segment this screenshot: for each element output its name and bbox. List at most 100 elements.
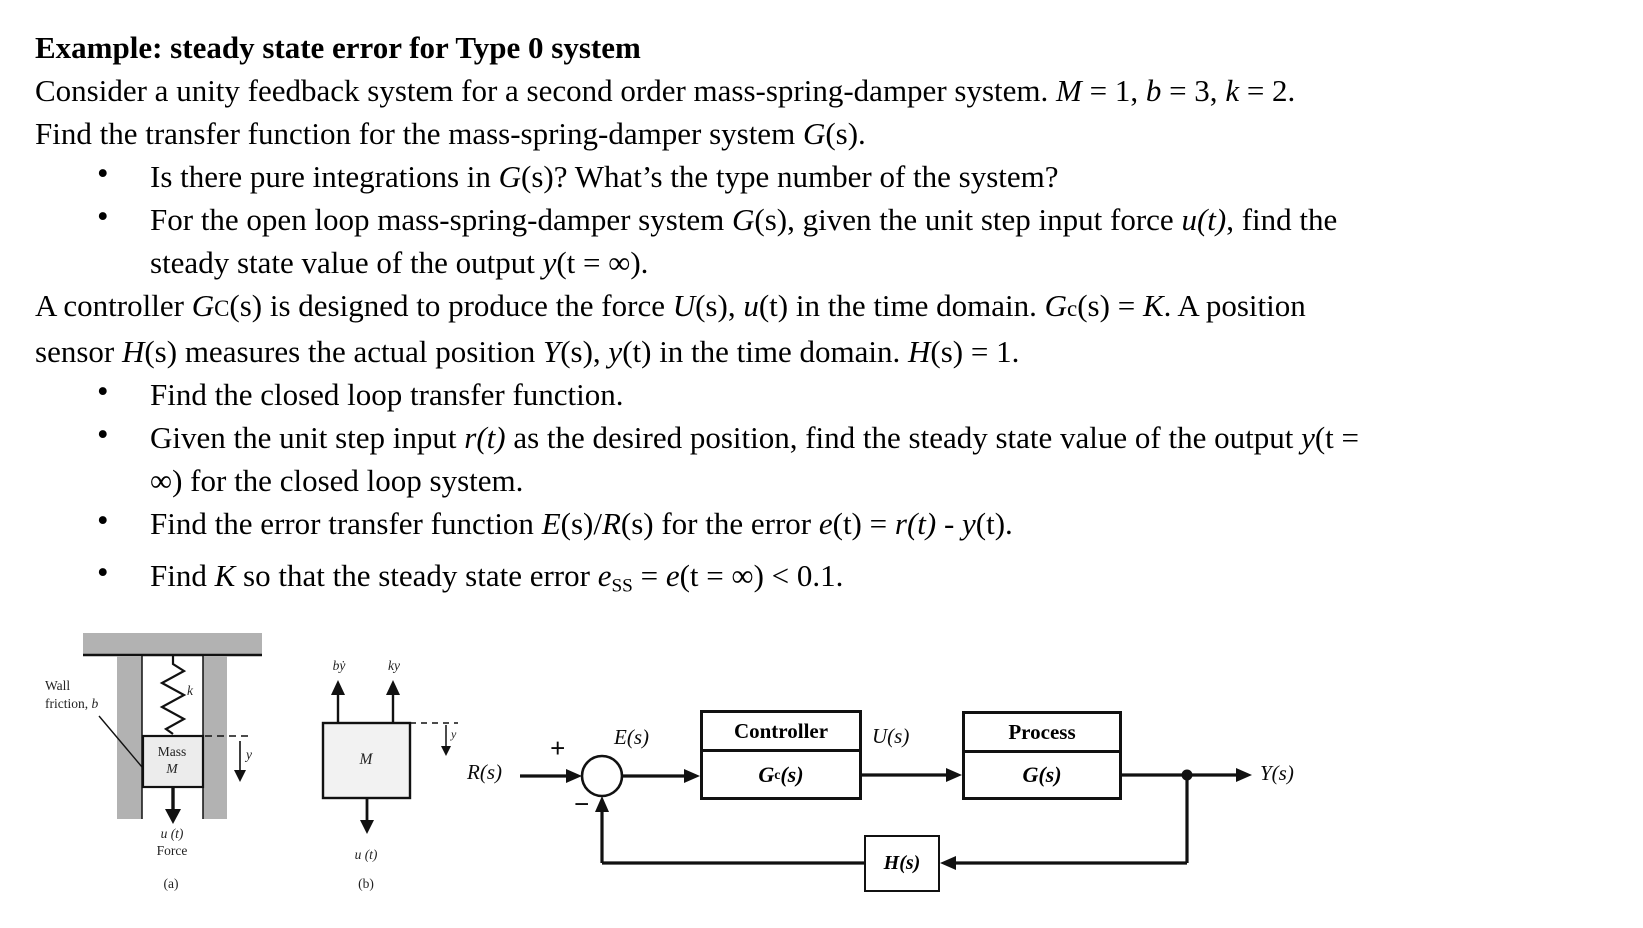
input-arrowhead [566,769,582,783]
text-segment: (s), given the unit step input force [754,202,1182,237]
text-segment: y [962,506,976,541]
line-text: Example: steady state error for Type 0 s… [35,30,641,65]
text-segment: e [665,558,680,593]
figure-a-structure [83,633,262,824]
text-segment: sensor [35,334,122,369]
mass-label: Mass [157,744,187,759]
text-segment: so that the steady state error [235,558,598,593]
bullet-icon: • [97,555,109,591]
line-text: Consider a unity feedback system for a s… [35,73,1295,108]
wall-friction-label-line1: Wall [45,678,71,693]
text-segment: . A position [1163,288,1306,323]
text-segment: = 1, [1081,73,1146,108]
text-segment: y [608,334,623,369]
damper-force-label: bẏ [332,658,346,673]
fbd-mass-symbol: M [359,751,373,768]
text-segment: (t = ∞) < 0.1. [679,558,844,593]
line-text: Find K so that the steady state error e S… [150,558,844,597]
force-caption: Force [156,843,188,858]
output-arrowhead [1236,768,1252,782]
text-segment: (t) in the time domain. [758,288,1045,323]
plus-sign: + [550,733,566,763]
text-line: •Is there pure integrations in G(s)? Wha… [35,155,1635,198]
text-segment: (s) = 1. [930,334,1020,369]
process-block: Process G(s) [962,711,1122,800]
text-segment: - [936,506,963,541]
text-segment: K [214,558,236,593]
mass-box [141,734,205,789]
text-segment: r(t) [464,420,506,455]
text-segment: r(t) [894,506,937,541]
text-segment: u [743,288,759,323]
bullet-icon: • [97,417,109,453]
control-arrowhead [946,768,962,782]
text-line: •For the open loop mass-spring-damper sy… [35,198,1635,241]
text-segment: U [672,288,696,323]
fbd-mass-box [321,721,412,800]
text-segment: M [1056,73,1082,108]
text-line: steady state value of the output y(t = ∞… [35,241,1635,284]
text-segment: (t) in the time domain. [622,334,909,369]
text-segment: = [632,558,666,593]
spring-constant-label: k [187,683,193,698]
text-segment: H(s) [883,852,921,874]
right-wall [203,656,227,819]
process-title: Process [965,714,1119,753]
text-segment: G(s) [1022,762,1062,787]
text-segment: G [498,159,522,194]
text-segment: Find the transfer function for the mass-… [35,116,803,151]
text-segment: (s)? What’s the type number of the syste… [521,159,1059,194]
text-line: •Find the closed loop transfer function. [35,373,1635,416]
text-segment: C [214,296,230,321]
line-text: For the open loop mass-spring-damper sys… [150,202,1337,237]
text-segment: H [121,334,145,369]
mass-symbol: M [166,761,178,776]
text-segment: (s), [560,334,609,369]
text-segment: friction, [45,696,92,711]
text-segment: (t) = [832,506,895,541]
text-segment: E [541,506,561,541]
text-segment: (t = [1314,420,1360,455]
text-segment: Find the closed loop transfer function. [150,377,624,412]
figure-b-structure [321,680,458,834]
document-text: Example: steady state error for Type 0 s… [35,26,1635,607]
ceiling-bar [83,633,262,654]
line-text: Find the error transfer function E(s)/R(… [150,506,1013,541]
error-arrowhead [684,769,700,783]
text-segment: (s) is designed to produce the force [229,288,673,323]
line-text: Find the closed loop transfer function. [150,377,624,412]
text-segment: G [802,116,826,151]
spring-icon [159,656,187,735]
control-signal-label: U(s) [872,724,910,748]
text-segment: SS [611,575,633,597]
caption-a: (a) [163,876,179,891]
line-text: A controller GC(s) is designed to produc… [35,288,1306,323]
text-segment: (s) measures the actual position [144,334,543,369]
text-segment: Find [150,558,215,593]
text-segment: G [758,761,775,787]
text-segment: e [818,506,833,541]
text-segment: (s). [825,116,866,151]
text-segment: G [191,288,215,323]
text-line: •Given the unit step input r(t) as the d… [35,416,1635,459]
text-line: Find the transfer function for the mass-… [35,112,1635,155]
text-segment: c [774,766,781,782]
text-line: Consider a unity feedback system for a s… [35,69,1635,112]
input-force-label-a: u (t) [160,826,184,841]
text-segment: (s), [695,288,744,323]
text-line: • Find K so that the steady state error e… [35,554,1635,607]
text-segment: ∞) for the closed loop system. [150,463,524,498]
process-transfer-function: G(s) [965,753,1119,797]
fbd-y-arrowhead [441,746,451,756]
y-arrowhead [234,770,246,782]
text-segment: Find the error transfer function [150,506,542,541]
line-text: steady state value of the output y(t = ∞… [150,245,648,280]
wall-friction-label-line2: friction, b [45,696,98,711]
left-wall [117,656,142,819]
line-text: sensor H(s) measures the actual position… [35,334,1019,369]
line-text: ∞) for the closed loop system. [150,463,523,498]
text-segment: G [1044,288,1068,323]
